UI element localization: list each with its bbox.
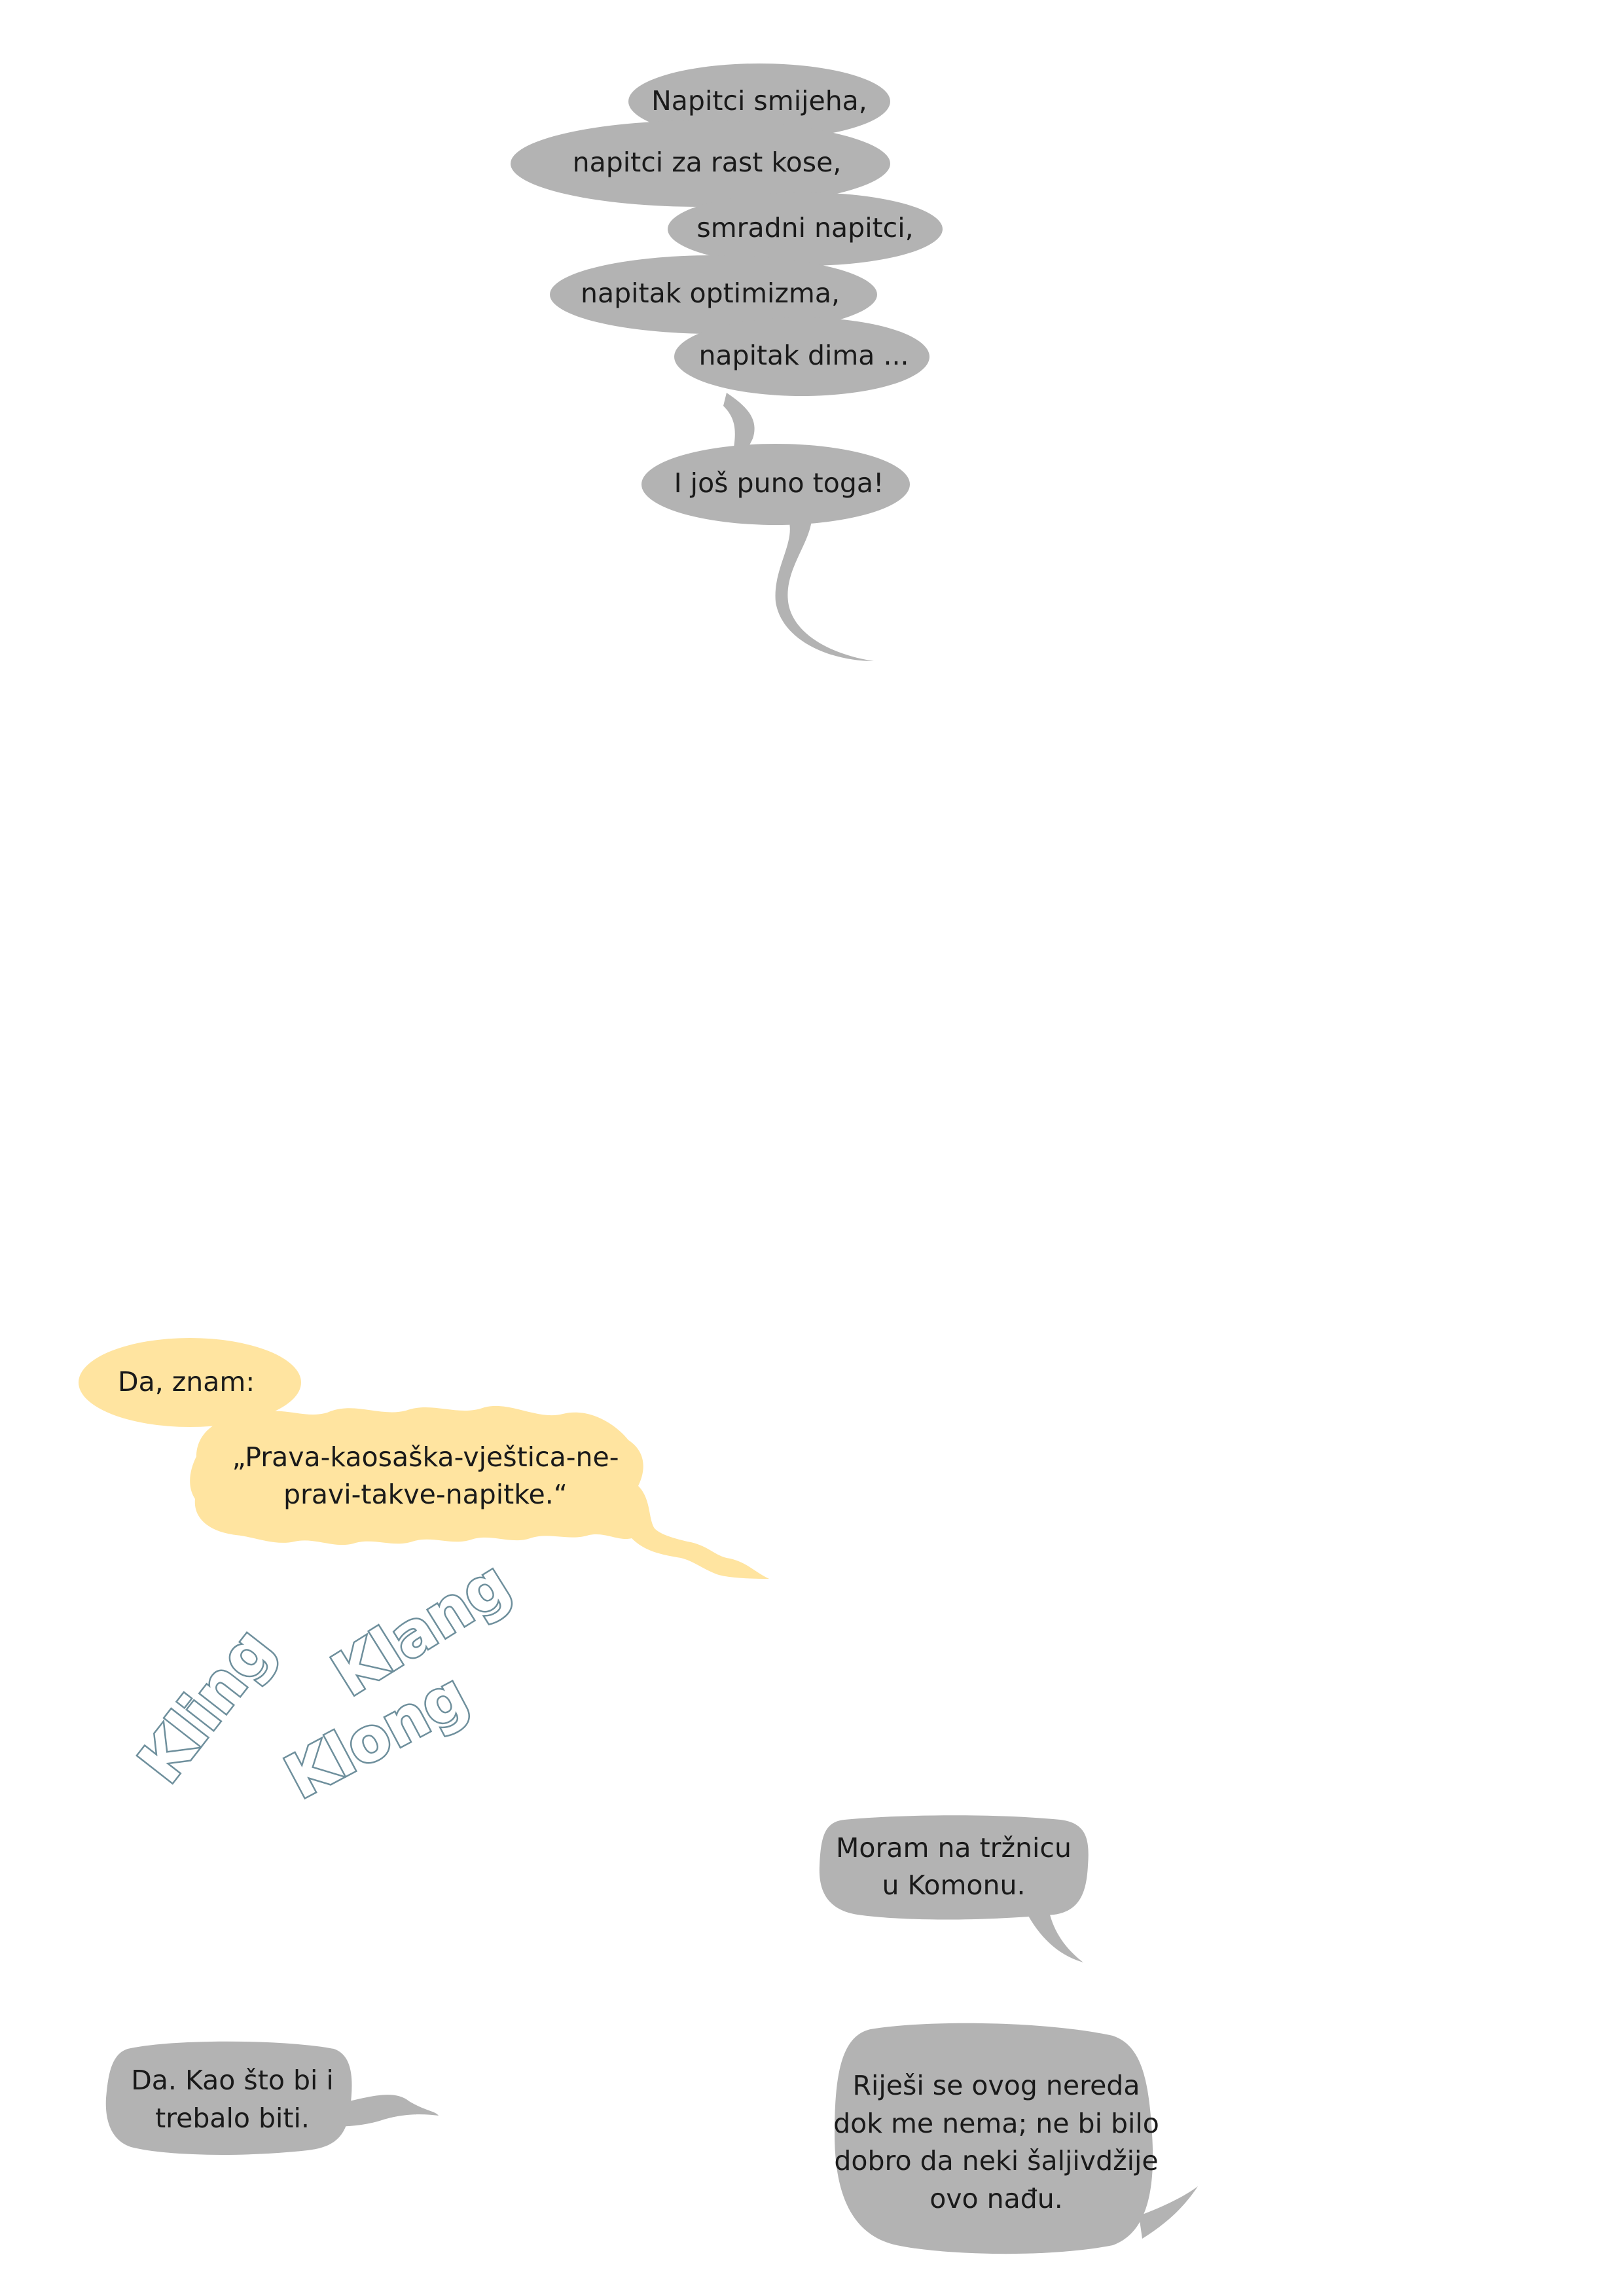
potion-line-4: napitak optimizma,	[581, 278, 840, 309]
cleanup-line-1: Riješi se ovog nereda	[853, 2070, 1140, 2101]
potion-line-3: smradni napitci,	[696, 212, 913, 244]
market-line-2: u Komonu.	[882, 1869, 1026, 1901]
agree-line-2: trebalo biti.	[155, 2103, 310, 2134]
potion-bubble-3	[668, 192, 943, 266]
witch-text-group: Da, znam: „Prava-kaosaška-vještica-ne- p…	[118, 1366, 619, 1510]
agree-line-1: Da. Kao što bi i	[131, 2065, 334, 2096]
witch-line-1: Da, znam:	[118, 1366, 255, 1398]
agree-bubble	[105, 2041, 352, 2155]
potion-line-5: napitak dima ...	[698, 340, 909, 371]
potion-line-1: Napitci smijeha,	[651, 85, 867, 117]
market-speech-group	[819, 1815, 1089, 1962]
market-bubble-tail	[1021, 1902, 1083, 1962]
witch-quote-line-1: „Prava-kaosaška-vještica-ne-	[232, 1441, 619, 1473]
sound-effects-group: Kling Klang Klong	[124, 1546, 524, 1815]
market-line-1: Moram na tržnicu	[836, 1832, 1072, 1864]
potion-bubble-6	[641, 444, 910, 525]
witch-bubble-small	[79, 1338, 301, 1427]
cleanup-line-2: dok me nema; ne bi bilo	[833, 2108, 1159, 2139]
cleanup-speech-group	[835, 2023, 1198, 2254]
witch-speech-group	[79, 1338, 769, 1579]
witch-quote-line-2: pravi-takve-napitke.“	[283, 1479, 568, 1510]
potion-bubble-2	[511, 120, 890, 207]
cleanup-bubble-tail	[1139, 2186, 1198, 2239]
cleanup-line-3: dobro da neki šaljivdžije	[834, 2145, 1158, 2176]
potions-text-group: Napitci smijeha, napitci za rast kose, s…	[573, 85, 914, 499]
bubble-tail-long	[775, 520, 874, 661]
bubble-connector-tail	[723, 393, 755, 457]
agree-bubble-tail	[331, 2095, 439, 2127]
cleanup-line-4: ovo nađu.	[929, 2183, 1063, 2214]
potions-speech-group	[511, 63, 943, 661]
agree-speech-group	[105, 2041, 439, 2155]
witch-bubble-wavy	[190, 1405, 769, 1579]
potion-line-2: napitci za rast kose,	[573, 147, 842, 178]
potion-bubble-1	[628, 63, 890, 139]
potion-bubble-5	[674, 317, 929, 396]
cleanup-text-group: Riješi se ovog nereda dok me nema; ne bi…	[833, 2070, 1159, 2214]
cleanup-bubble	[835, 2023, 1153, 2254]
market-text-group: Moram na tržnicu u Komonu.	[836, 1832, 1072, 1901]
potion-bubble-4	[550, 255, 877, 334]
sound-kling: Kling	[125, 1616, 287, 1796]
market-bubble	[819, 1815, 1089, 1920]
agree-text-group: Da. Kao što bi i trebalo biti.	[131, 2065, 334, 2134]
potion-line-6: I još puno toga!	[674, 467, 884, 499]
